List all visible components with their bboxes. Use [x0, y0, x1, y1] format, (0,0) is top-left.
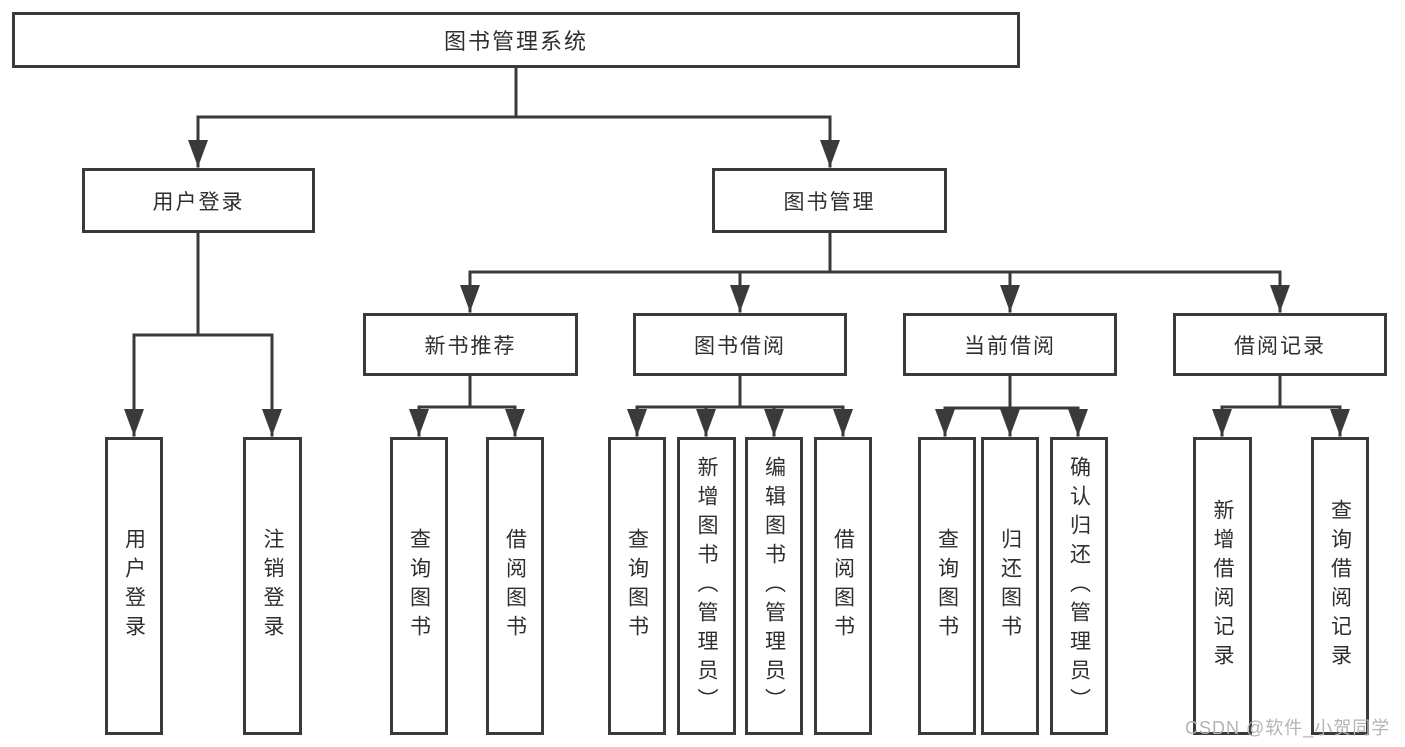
- leaf-borrow-books-recommend: 借阅图书: [486, 437, 544, 735]
- leaf-label: 归还图书: [998, 528, 1022, 644]
- node-new-book-recommend: 新书推荐: [363, 313, 578, 376]
- node-label: 图书管理: [783, 190, 876, 214]
- node-current-borrowing: 当前借阅: [903, 313, 1117, 376]
- node-label: 当前借阅: [964, 334, 1056, 358]
- leaf-query-books-borrowing: 查询图书: [608, 437, 666, 735]
- node-label: 借阅记录: [1234, 334, 1326, 358]
- leaf-label: 借阅图书: [831, 528, 855, 644]
- leaf-label: 新增借阅记录: [1211, 499, 1234, 673]
- leaf-label: 查询图书: [407, 528, 431, 644]
- node-borrowing-records: 借阅记录: [1173, 313, 1387, 376]
- node-library-management-system: 图书管理系统: [12, 12, 1020, 68]
- leaf-borrow-books-borrowing: 借阅图书: [814, 437, 872, 735]
- leaf-label: 查询图书: [935, 528, 959, 644]
- leaf-confirm-return-admin: 确认归还（管理员）: [1050, 437, 1108, 735]
- node-book-management: 图书管理: [712, 168, 947, 233]
- leaf-edit-books-admin: 编辑图书（管理员）: [745, 437, 803, 735]
- leaf-label: 查询借阅记录: [1328, 499, 1352, 673]
- csdn-watermark: CSDN @软件_小贺同学: [1185, 718, 1391, 738]
- leaf-label: 用户登录: [122, 528, 146, 644]
- leaf-query-books-recommend: 查询图书: [390, 437, 448, 735]
- node-book-borrowing: 图书借阅: [633, 313, 847, 376]
- leaf-label: 确认归还（管理员）: [1067, 455, 1091, 717]
- leaf-query-books-current: 查询图书: [918, 437, 976, 735]
- leaf-add-books-admin: 新增图书（管理员）: [677, 437, 736, 735]
- node-label: 图书借阅: [694, 334, 786, 358]
- leaf-logout-login: 注销登录: [243, 437, 302, 735]
- leaf-add-borrow-record: 新增借阅记录: [1193, 437, 1252, 735]
- leaf-label: 注销登录: [261, 528, 284, 644]
- leaf-query-borrow-record: 查询借阅记录: [1311, 437, 1369, 735]
- node-user-login: 用户登录: [82, 168, 315, 233]
- node-label: 用户登录: [152, 190, 245, 214]
- leaf-label: 借阅图书: [503, 528, 527, 644]
- node-label: 新书推荐: [424, 334, 517, 358]
- node-label: 图书管理系统: [443, 29, 588, 54]
- leaf-label: 查询图书: [625, 528, 649, 644]
- leaf-user-login: 用户登录: [105, 437, 163, 735]
- leaf-return-books: 归还图书: [981, 437, 1039, 735]
- leaf-label: 编辑图书（管理员）: [762, 455, 786, 717]
- leaf-label: 新增图书（管理员）: [695, 455, 718, 717]
